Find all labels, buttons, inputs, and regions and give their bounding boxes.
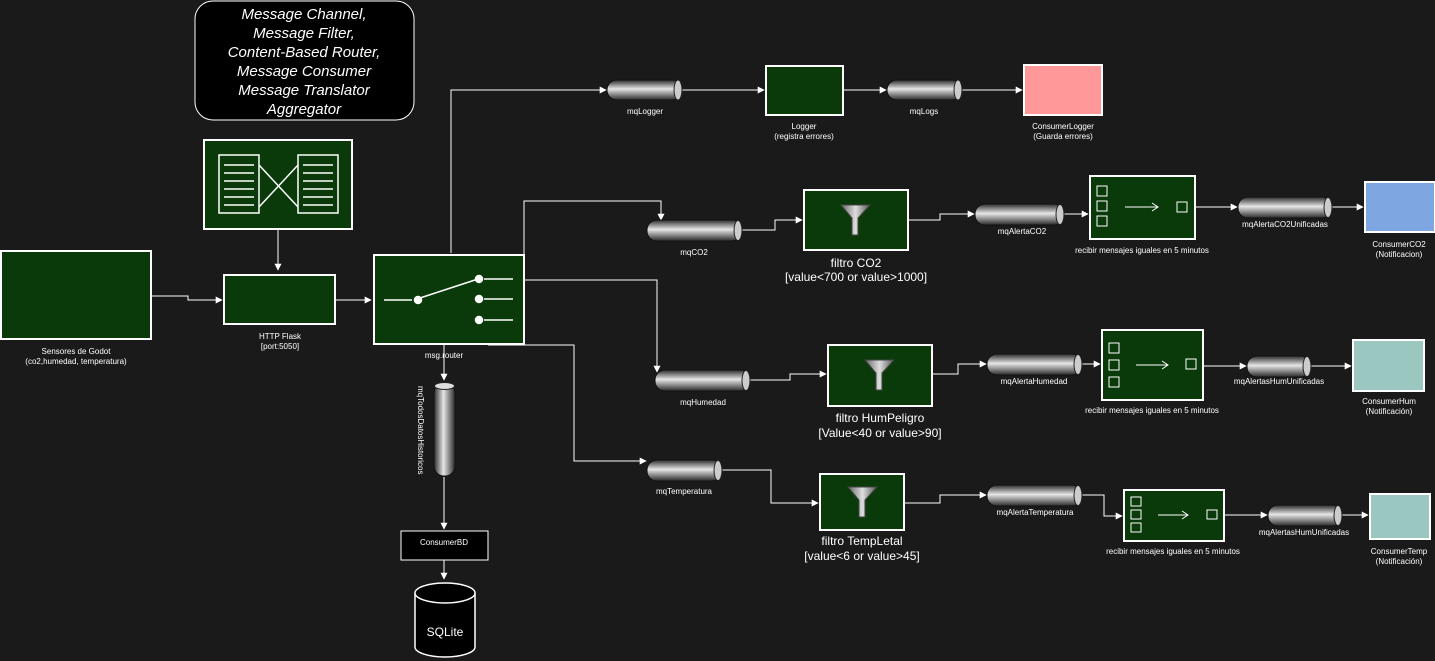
patterns-note: Message Channel, Message Filter, Content… xyxy=(194,0,415,121)
logger-label: Logger xyxy=(792,122,817,131)
mq-alerta-humedad-queue: mqAlertaHumedad xyxy=(986,353,1083,386)
filtro-co2-label: filtro CO2 xyxy=(831,256,882,270)
mq-alerta-co2-queue: mqAlertaCO2 xyxy=(974,203,1065,236)
consumer-logger-label: ConsumerLogger xyxy=(1032,122,1094,131)
note-line-4: Message Consumer xyxy=(237,63,372,80)
mq-humedad-label: mqHumedad xyxy=(680,398,726,407)
mq-alerta-co2-unificadas-label: mqAlertaCO2Unificadas xyxy=(1242,220,1328,229)
note-line-5: Message Translator xyxy=(238,82,370,99)
aggregator-co2-label: recibir mensajes iguales en 5 minutos xyxy=(1075,246,1209,255)
mq-co2-queue: mqCO2 xyxy=(646,219,743,257)
message-translator-node xyxy=(203,139,353,230)
mq-alerta-temperatura-label: mqAlertaTemperatura xyxy=(997,508,1074,517)
consumer-logger-node: ConsumerLogger (Guarda errores) xyxy=(1023,64,1103,141)
aggregator-icon xyxy=(1096,185,1188,227)
sensors-sublabel: (co2,humedad, temperatura) xyxy=(25,357,127,366)
aggregator-temp-label: recibir mensajes iguales en 5 minutos xyxy=(1106,547,1240,556)
flask-label: HTTP Flask xyxy=(259,332,302,341)
translator-icon xyxy=(218,154,339,214)
mq-logger-queue: mqLogger xyxy=(606,79,683,116)
router-switch-icon xyxy=(384,274,513,325)
mq-logs-queue: mqLogs xyxy=(886,79,963,116)
mq-logger-label: mqLogger xyxy=(627,107,663,116)
mq-alerta-co2-label: mqAlertaCO2 xyxy=(998,227,1047,236)
filtro-co2-sublabel: [value<700 or value>1000] xyxy=(785,270,927,284)
mq-logs-label: mqLogs xyxy=(910,107,938,116)
mq-alertas-hum-unificadas-label: mqAlertasHumUnificadas xyxy=(1234,377,1324,386)
filtro-temp-sublabel: [value<6 or value>45] xyxy=(804,549,919,563)
logger-sublabel: (registra errores) xyxy=(774,132,834,141)
aggregator-co2-node: recibir mensajes iguales en 5 minutos xyxy=(1075,175,1209,255)
consumer-bd-node: ConsumerBD xyxy=(400,530,489,561)
historicos-queue: mqTodosDatosHistoricos xyxy=(416,382,456,477)
consumer-temp-node: ConsumerTemp (Notificación) xyxy=(1369,493,1431,566)
sensors-node: Sensores de Godot (co2,humedad, temperat… xyxy=(0,250,152,366)
sensors-label: Sensores de Godot xyxy=(42,347,112,356)
mq-alerta-humedad-label: mqAlertaHumedad xyxy=(1001,377,1068,386)
router-label: msg.router xyxy=(425,351,464,360)
mq-co2-label: mqCO2 xyxy=(680,248,708,257)
mq-humedad-queue: mqHumedad xyxy=(654,369,751,407)
aggregator-temp-node: recibir mensajes iguales en 5 minutos xyxy=(1106,489,1240,556)
consumer-co2-sublabel: (Notificacion) xyxy=(1376,250,1423,259)
consumer-logger-box xyxy=(1023,64,1103,116)
consumer-co2-box xyxy=(1364,181,1435,233)
logger-box xyxy=(765,65,844,116)
funnel-icon xyxy=(863,359,896,391)
funnel-icon xyxy=(839,204,872,236)
consumer-temp-sublabel: (Notificación) xyxy=(1376,557,1423,566)
mq-alerta-temperatura-queue: mqAlertaTemperatura xyxy=(986,484,1083,517)
flask-box xyxy=(223,274,336,325)
note-line-2: Message Filter, xyxy=(253,25,355,42)
consumer-temp-box xyxy=(1369,493,1431,540)
router-node: msg.router xyxy=(373,254,525,360)
mq-temperatura-queue: mqTemperatura xyxy=(646,459,723,496)
aggregator-icon xyxy=(1130,496,1218,533)
consumer-co2-node: ConsumerCO2 (Notificacion) xyxy=(1364,181,1435,259)
sqlite-label: SQLite xyxy=(427,625,464,639)
aggregator-icon xyxy=(1108,342,1197,388)
funnel-icon xyxy=(846,486,879,518)
note-line-6: Aggregator xyxy=(266,101,342,118)
consumer-hum-box xyxy=(1352,339,1425,392)
consumer-logger-sublabel: (Guarda errores) xyxy=(1033,132,1093,141)
mq-alertas-hum-unificadas-queue: mqAlertasHumUnificadas xyxy=(1234,355,1324,386)
consumer-hum-label: ConsumerHum xyxy=(1362,397,1416,406)
filtro-hum-node: filtro HumPeligro [Value<40 or value>90] xyxy=(818,344,942,440)
flask-sublabel: [port:5050] xyxy=(261,342,299,351)
filtro-hum-label: filtro HumPeligro xyxy=(836,411,925,425)
consumer-hum-sublabel: (Notificación) xyxy=(1366,407,1413,416)
consumer-temp-label: ConsumerTemp xyxy=(1371,547,1428,556)
consumer-bd-label: ConsumerBD xyxy=(420,538,468,547)
mq-alerta-co2-unificadas-queue: mqAlertaCO2Unificadas xyxy=(1237,196,1333,229)
filtro-co2-node: filtro CO2 [value<700 or value>1000] xyxy=(785,189,927,284)
mq-alertas-hum-unificadas-2-label: mqAlertasHumUnificadas xyxy=(1259,528,1349,537)
filtro-temp-node: filtro TempLetal [value<6 or value>45] xyxy=(804,473,920,563)
historicos-label: mqTodosDatosHistoricos xyxy=(416,386,425,474)
connectors xyxy=(152,86,1369,580)
note-line-1: Message Channel, xyxy=(241,6,366,23)
consumer-hum-node: ConsumerHum (Notificación) xyxy=(1352,339,1425,416)
aggregator-hum-label: recibir mensajes iguales en 5 minutos xyxy=(1085,406,1219,415)
sensors-box xyxy=(0,250,152,340)
mq-alertas-hum-unificadas-2-queue: mqAlertasHumUnificadas xyxy=(1259,504,1349,537)
note-line-3: Content-Based Router, xyxy=(228,44,381,61)
filtro-temp-label: filtro TempLetal xyxy=(821,534,902,548)
mq-temperatura-label: mqTemperatura xyxy=(656,487,713,496)
http-flask-node: HTTP Flask [port:5050] xyxy=(223,274,336,351)
consumer-co2-label: ConsumerCO2 xyxy=(1372,240,1426,249)
logger-node: Logger (registra errores) xyxy=(765,65,844,141)
sqlite-database: SQLite xyxy=(414,582,476,658)
aggregator-hum-node: recibir mensajes iguales en 5 minutos xyxy=(1085,329,1219,415)
filtro-hum-sublabel: [Value<40 or value>90] xyxy=(818,426,941,440)
